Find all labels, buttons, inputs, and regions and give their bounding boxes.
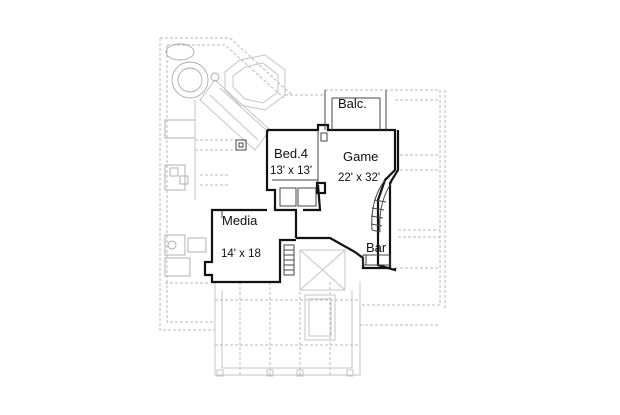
- bedroom4-dimensions: 13' x 13': [270, 165, 312, 177]
- bar-label: Bar: [366, 240, 387, 255]
- lower-floor-bath: [164, 234, 210, 284]
- bedroom4-label: Bed.4: [274, 146, 308, 161]
- round-tub-icon: [171, 61, 209, 99]
- upper-floor-walls: [203, 90, 400, 284]
- lower-floor-outline: [159, 37, 446, 377]
- media-label: Media: [222, 213, 258, 228]
- media-dimensions: 14' x 18: [221, 248, 261, 260]
- column-icon: [235, 139, 247, 151]
- game-label: Game: [343, 149, 378, 164]
- tub-icon: [165, 43, 195, 61]
- game-dimensions: 22' x 32': [338, 172, 380, 184]
- balcony-label: Balc.: [338, 96, 367, 111]
